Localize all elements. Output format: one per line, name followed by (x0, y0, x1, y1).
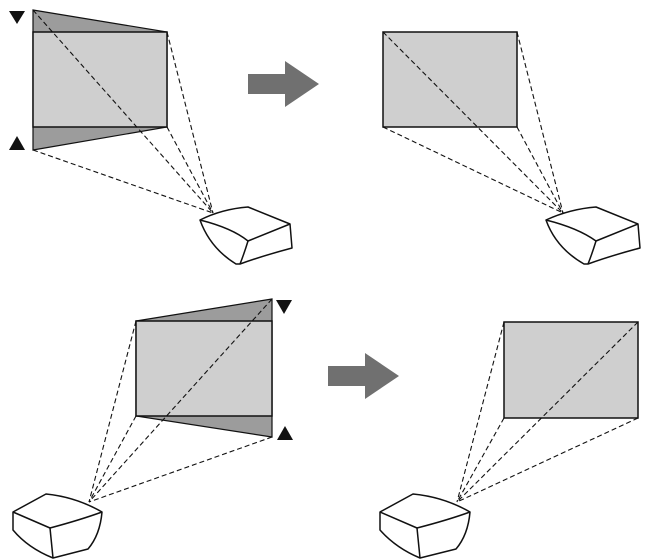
panel-top-right-after (382, 31, 641, 265)
projection-screen (503, 321, 639, 419)
arrow-right-icon (248, 61, 319, 107)
projector-icon (379, 493, 471, 559)
arrow-right-icon (328, 353, 399, 399)
panel-bottom-right-after (379, 321, 639, 559)
projection-lines (32, 9, 214, 214)
projection-lines (456, 321, 639, 503)
panel-top-left-before (9, 9, 293, 265)
projection-screen (135, 320, 273, 417)
projection-lines (382, 31, 564, 214)
panel-bottom-left-before (12, 298, 293, 559)
projection-screen (32, 31, 168, 128)
down-triangle-marker-icon (9, 11, 25, 24)
up-triangle-marker-icon (9, 136, 25, 150)
up-triangle-marker-icon (277, 426, 293, 440)
projector-icon (12, 493, 103, 559)
projection-screen (382, 31, 518, 128)
projector-icon (199, 206, 293, 265)
projection-lines (88, 298, 273, 503)
projector-icon (545, 206, 641, 265)
down-triangle-marker-icon (276, 300, 292, 314)
